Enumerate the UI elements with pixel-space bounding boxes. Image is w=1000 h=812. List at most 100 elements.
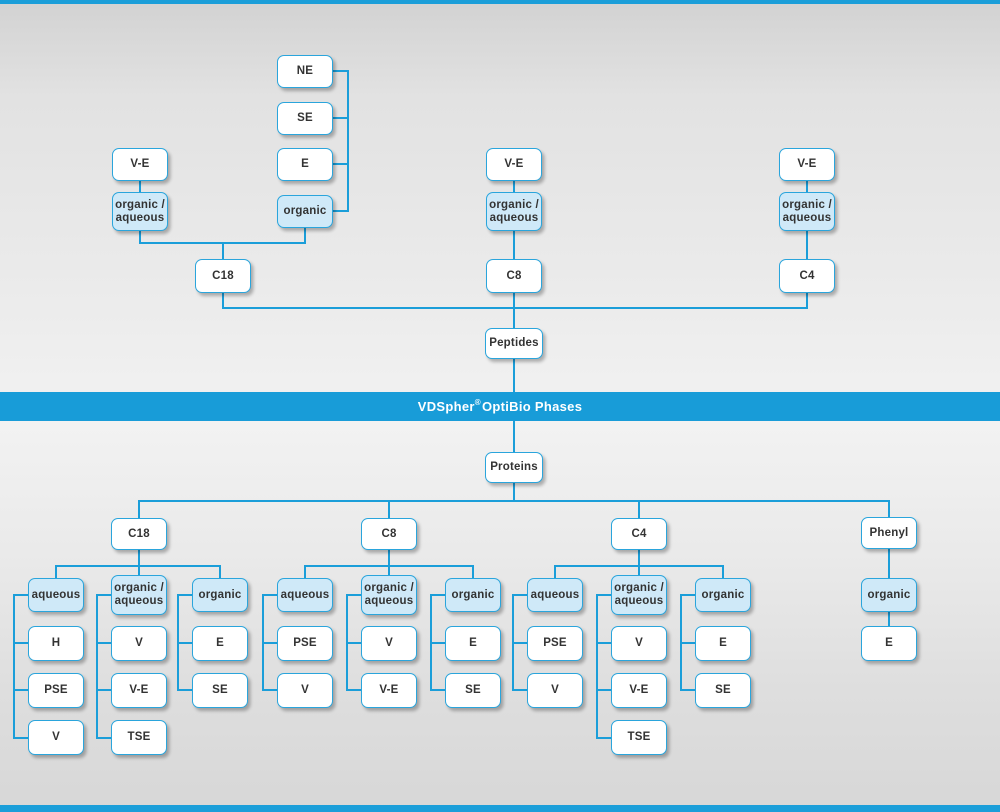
node-phenyl-organic: organic (861, 578, 917, 612)
connector-line (333, 210, 349, 212)
connector-line (262, 594, 277, 596)
banner-brand: VDSpher (417, 399, 475, 414)
connector-line (96, 642, 111, 644)
node-c8-aqueous: aqueous (277, 578, 333, 612)
connector-line (13, 689, 28, 691)
connector-line (96, 689, 111, 691)
node-c4-aq-v: V (527, 673, 583, 708)
connector-line (596, 689, 611, 691)
connector-line (138, 502, 140, 518)
node-c8-oa-ve: V-E (361, 673, 417, 708)
connector-line (888, 549, 890, 578)
connector-line (96, 594, 111, 596)
node-c8-aq-v: V (277, 673, 333, 708)
connector-line (430, 594, 445, 596)
node-c18-oa-v: V (111, 626, 167, 661)
connector-line (806, 293, 808, 308)
node-c8-or-se: SE (445, 673, 501, 708)
connector-line (304, 565, 474, 567)
connector-line (806, 181, 808, 192)
connector-line (333, 70, 349, 72)
connector-line (138, 550, 140, 566)
node-c18-aq-pse: PSE (28, 673, 84, 708)
connector-line (177, 689, 192, 691)
node-c4-or-se: SE (695, 673, 751, 708)
node-c8: C8 (361, 518, 417, 550)
connector-line (138, 500, 890, 502)
connector-line (596, 594, 598, 739)
connector-line (512, 689, 527, 691)
connector-line (388, 502, 390, 518)
top-accent-bar (0, 0, 1000, 4)
node-c8-top: C8 (486, 259, 542, 293)
banner-title: VDSpher® OptiBio Phases (0, 392, 1000, 421)
connector-line (333, 117, 349, 119)
node-e-top: E (277, 148, 333, 181)
node-ve-left: V-E (112, 148, 168, 181)
connector-line (513, 483, 515, 501)
connector-line (472, 567, 474, 578)
node-orgaq-right: organic / aqueous (779, 192, 835, 231)
connector-line (888, 612, 890, 626)
connector-line (806, 231, 808, 259)
connector-line (596, 737, 611, 739)
node-c18-oa-ve: V-E (111, 673, 167, 708)
connector-line (139, 181, 141, 192)
connector-line (304, 228, 306, 244)
connector-line (513, 231, 515, 259)
connector-line (388, 550, 390, 566)
connector-line (638, 502, 640, 518)
node-c18-or-e: E (192, 626, 248, 661)
node-c18-or-se: SE (192, 673, 248, 708)
connector-line (512, 642, 527, 644)
node-c4: C4 (611, 518, 667, 550)
connector-line (262, 642, 277, 644)
connector-line (13, 737, 28, 739)
bottom-accent-bar (0, 805, 1000, 812)
connector-line (222, 244, 224, 259)
node-ne: NE (277, 55, 333, 88)
connector-line (680, 642, 695, 644)
node-c18-orgaq: organic / aqueous (111, 575, 167, 615)
connector-line (219, 567, 221, 578)
connector-line (430, 689, 445, 691)
node-c4-oa-tse: TSE (611, 720, 667, 755)
connector-line (638, 550, 640, 566)
connector-line (55, 565, 221, 567)
node-c18-aqueous: aqueous (28, 578, 84, 612)
connector-line (388, 567, 390, 575)
connector-line (304, 567, 306, 578)
node-c4-organic: organic (695, 578, 751, 612)
node-c8-or-e: E (445, 626, 501, 661)
node-orgaq-mid: organic / aqueous (486, 192, 542, 231)
connector-line (13, 594, 15, 739)
connector-line (333, 163, 349, 165)
node-c8-aq-pse: PSE (277, 626, 333, 661)
node-c18-oa-tse: TSE (111, 720, 167, 755)
node-c4-or-e: E (695, 626, 751, 661)
node-c4-aq-pse: PSE (527, 626, 583, 661)
connector-line (680, 689, 695, 691)
node-c8-organic: organic (445, 578, 501, 612)
connector-line (513, 181, 515, 192)
connector-line (596, 642, 611, 644)
node-c18-aq-h: H (28, 626, 84, 661)
connector-line (512, 594, 527, 596)
node-c18-organic: organic (192, 578, 248, 612)
connector-line (55, 567, 57, 578)
connector-line (888, 502, 890, 517)
node-phenyl: Phenyl (861, 517, 917, 549)
connector-line (430, 642, 445, 644)
connector-line (680, 594, 695, 596)
connector-line (222, 307, 808, 309)
node-c4-top: C4 (779, 259, 835, 293)
connector-line (638, 567, 640, 575)
connector-line (513, 359, 515, 392)
node-c18-aq-v: V (28, 720, 84, 755)
connector-line (554, 565, 724, 567)
banner-rest: OptiBio Phases (481, 399, 583, 414)
node-organic-top: organic (277, 195, 333, 228)
node-c18: C18 (111, 518, 167, 550)
node-c8-orgaq: organic / aqueous (361, 575, 417, 615)
